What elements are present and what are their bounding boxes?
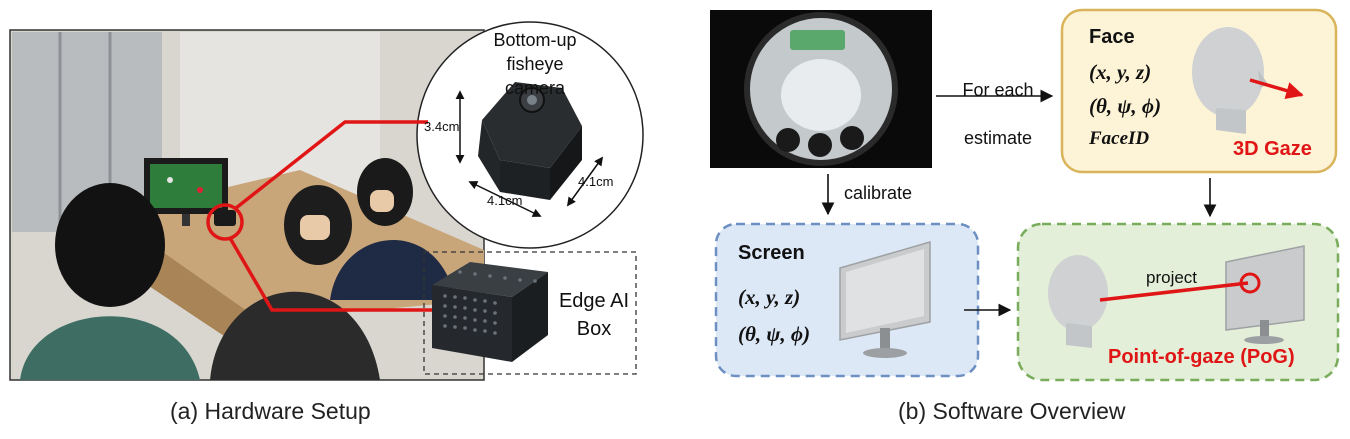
screen-title: Screen	[738, 242, 805, 264]
face-id: FaceID	[1089, 128, 1150, 149]
for-each-estimate-label: For each estimate	[948, 66, 1048, 162]
screen-orientation: (θ, ψ, ϕ)	[738, 322, 811, 346]
dim-height-label: 3.4cm	[424, 119, 460, 134]
person-front-body	[20, 316, 200, 380]
arrow-label-line2: estimate	[963, 128, 1033, 148]
pog-output-label: Point-of-gaze (PoG)	[1108, 346, 1295, 368]
head-model-face	[1192, 27, 1268, 134]
software-caption: (b) Software Overview	[898, 398, 1126, 424]
face-title: Face	[1089, 26, 1135, 48]
face-position: (x, y, z)	[1089, 60, 1152, 84]
edge-box-frame	[423, 251, 637, 375]
gaze-output-label: 3D Gaze	[1233, 138, 1312, 160]
camera-label: Bottom-up fisheye camera	[475, 28, 595, 100]
project-label: project	[1146, 268, 1198, 287]
software-diagram-graphics	[710, 8, 1340, 382]
desk-camera	[214, 210, 236, 226]
dim-depth-label: 4.1cm	[578, 174, 614, 189]
hardware-setup-panel: Bottom-up fisheye camera 3.4cm 4.1cm 4.1…	[0, 0, 680, 434]
person-front-head	[55, 183, 165, 307]
screen-monitor-model	[839, 241, 931, 358]
hardware-photo-illustration	[9, 21, 644, 381]
head-model-pog	[1048, 255, 1108, 348]
software-overview-panel: For each estimate calibrate Face (x, y, …	[680, 0, 1350, 434]
camera-label-line2: fisheye camera	[504, 54, 566, 98]
edge-box-label: Edge AI Box	[558, 287, 630, 343]
hardware-caption: (a) Hardware Setup	[170, 398, 371, 424]
pog-monitor-model	[1225, 245, 1305, 344]
screen-position: (x, y, z)	[738, 285, 801, 309]
calibrate-label: calibrate	[844, 183, 913, 203]
camera-highlight-circle	[206, 203, 244, 241]
camera-label-line1: Bottom-up	[493, 30, 577, 50]
edge-box-line1: Edge AI	[558, 290, 630, 312]
edge-box-line2: Box	[576, 318, 612, 340]
dim-width-label: 4.1cm	[487, 193, 523, 208]
face-orientation: (θ, ψ, ϕ)	[1089, 94, 1162, 118]
arrow-label-line1: For each	[962, 80, 1034, 100]
edge-ai-box-device	[432, 262, 548, 362]
